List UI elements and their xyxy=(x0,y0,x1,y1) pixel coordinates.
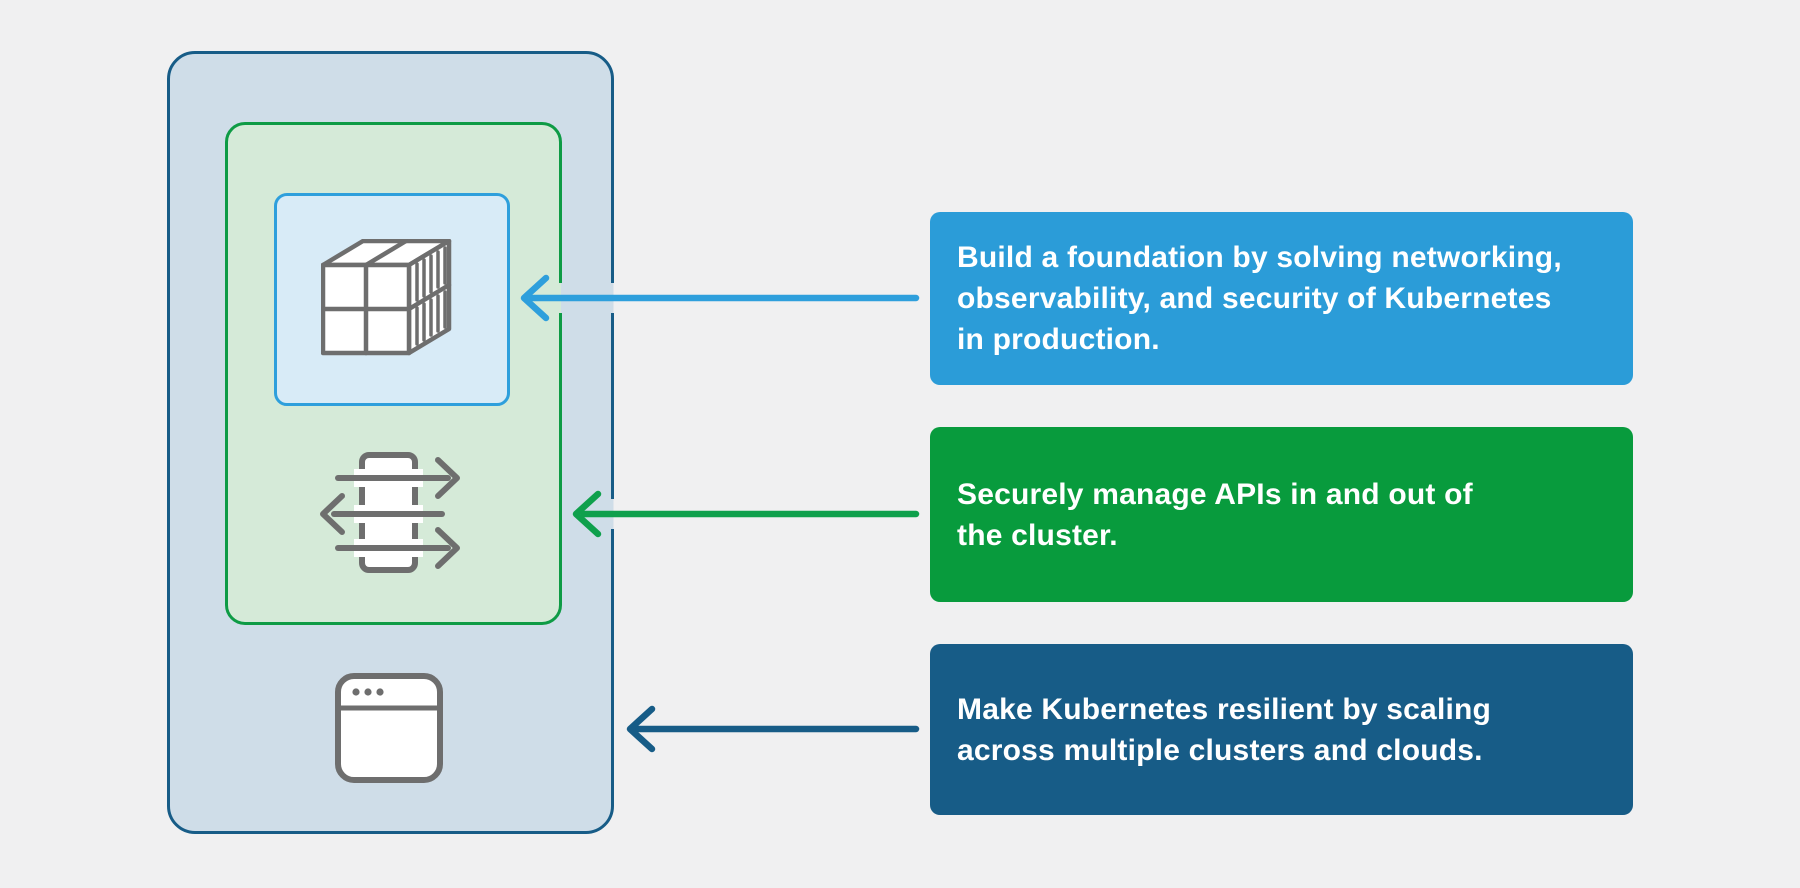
arrow-resilience xyxy=(626,705,920,753)
container-icon-shapes xyxy=(321,239,452,356)
callout-foundation-text: Build a foundation by solving networking… xyxy=(957,241,1562,356)
browser-icon-shapes xyxy=(335,673,443,783)
api-icon-shapes xyxy=(320,452,460,573)
callout-apis: Securely manage APIs in and out of the c… xyxy=(930,427,1633,602)
callout-resilience-text: Make Kubernetes resilient by scaling acr… xyxy=(957,692,1492,767)
shipping-container-icon xyxy=(321,239,452,356)
callout-foundation: Build a foundation by solving networking… xyxy=(930,212,1633,385)
callout-apis-text: Securely manage APIs in and out of the c… xyxy=(957,477,1473,552)
browser-window-icon xyxy=(335,673,443,783)
api-in-out-arrows-icon xyxy=(320,452,460,573)
callout-resilience: Make Kubernetes resilient by scaling acr… xyxy=(930,644,1633,815)
arrow-apis xyxy=(572,490,920,538)
